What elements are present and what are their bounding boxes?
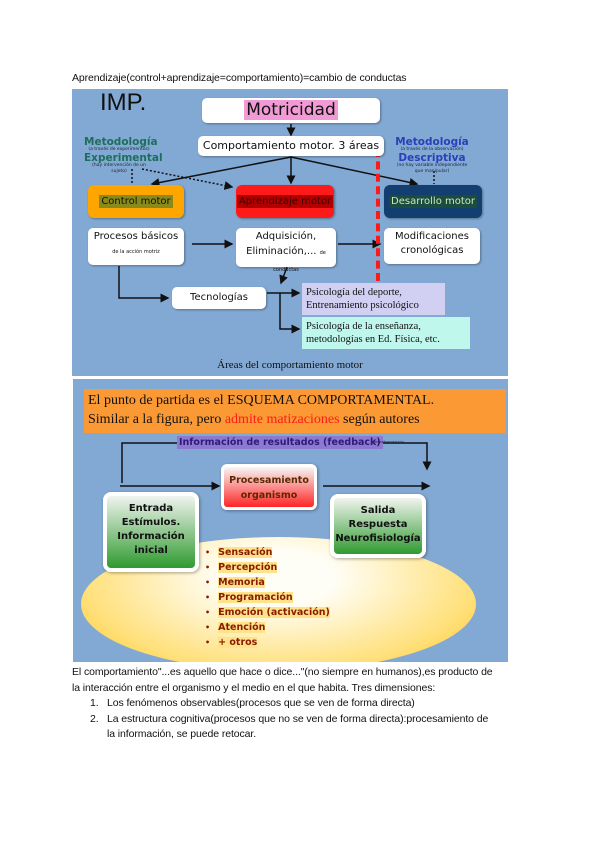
factor-item: + otros <box>205 635 330 650</box>
aprendizaje-description: Adquisición, Eliminación,... de conducta… <box>236 228 336 273</box>
input-box: Entrada Estímulos. Información inicial <box>103 492 199 572</box>
arrow-tec-ps2 <box>279 293 301 334</box>
feedback-label: Información de resultados (feedback) <box>177 436 383 449</box>
dotted-exp-aprendizaje <box>141 168 234 190</box>
process-box: Procesamiento organismo <box>221 464 317 510</box>
method-descriptive: Metodología (a través de la observación)… <box>395 136 469 174</box>
application-deporte: Psicología del deporte, Entrenamiento ps… <box>302 283 445 315</box>
figure1-caption: Áreas del comportamiento motor <box>217 359 363 371</box>
esquema-comportamental-diagram: El punto de partida es el ESQUEMA COMPOR… <box>73 379 508 662</box>
tecnologias-box: Tecnologías <box>172 287 266 309</box>
list-item: 2. La estructura cognitiva(procesos que … <box>90 712 489 741</box>
motricidad-box: Motricidad <box>202 98 380 123</box>
area-control-motor: Control motor <box>88 185 184 218</box>
desarrollo-description: Modificaciones cronológicas <box>384 228 480 264</box>
arrow-to-control <box>150 156 292 187</box>
application-ensenanza: Psicología de la enseñanza, metodologías… <box>302 317 470 349</box>
control-description: Procesos básicos de la acción motriz <box>88 228 184 265</box>
list-item: 1. Los fenómenos observables(procesos qu… <box>90 697 415 709</box>
output-box: Salida Respuesta Neurofisiología <box>330 494 426 558</box>
factor-item: Sensación <box>205 545 330 560</box>
area-desarrollo-motor: Desarrollo motor <box>384 185 482 218</box>
diagram-connectors <box>118 124 435 334</box>
motricidad-title: Motricidad <box>244 100 338 120</box>
factor-item: Programación <box>205 590 330 605</box>
factor-item: Memoria <box>205 575 330 590</box>
imp-label: IMP. <box>100 89 147 116</box>
motricidad-diagram: IMP. Motricidad Comportamiento motor. 3 … <box>72 89 508 376</box>
header-banner: El punto de partida es el ESQUEMA COMPOR… <box>84 389 506 433</box>
feedback-small-label: retroalimentación <box>373 439 404 444</box>
area-aprendizaje-motor: Aprendizaje motor <box>236 185 334 218</box>
factor-item: Emoción (activación) <box>205 605 330 620</box>
arrow-control-tecnologias <box>118 266 170 303</box>
arrow-aprendizaje-tecnologias <box>279 266 288 285</box>
highlight-red: admite matizaciones <box>224 412 340 427</box>
factor-item: Atención <box>205 620 330 635</box>
red-dashed-divider <box>376 149 380 281</box>
paragraph-line-1: El comportamiento"...es aquello que hace… <box>72 666 493 678</box>
body-text: El comportamiento"...es aquello que hace… <box>72 665 493 743</box>
paragraph-line-2: la interacción entre el organismo y el m… <box>72 681 436 694</box>
arrow-to-desarrollo <box>290 156 419 187</box>
intro-line: Aprendizaje(control+aprendizaje=comporta… <box>72 72 407 84</box>
factors-list: Sensación Percepción Memoria Programació… <box>205 545 330 650</box>
factor-item: Percepción <box>205 560 330 575</box>
method-experimental: Metodología (a través de experimentos) E… <box>84 136 163 174</box>
comportamiento-box: Comportamiento motor. 3 áreas <box>198 136 384 156</box>
